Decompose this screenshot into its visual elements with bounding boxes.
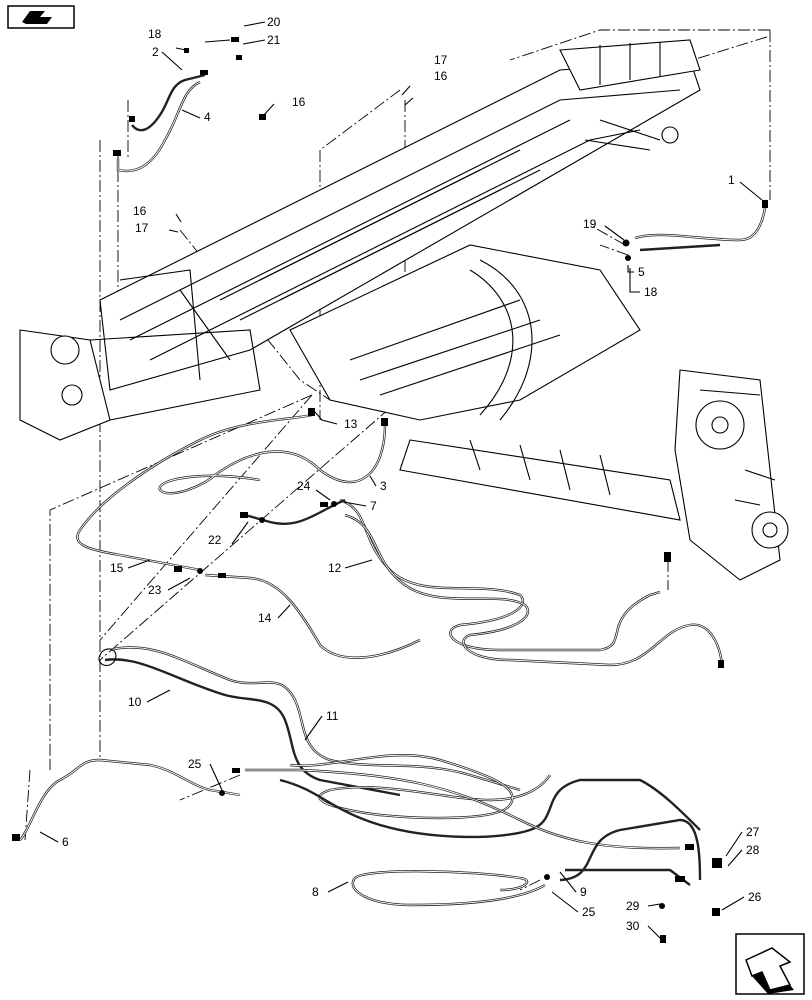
callout-27: 27 xyxy=(746,825,760,839)
callout-16: 16 xyxy=(133,204,147,218)
leader-lines xyxy=(39,21,763,939)
callout-2: 2 xyxy=(152,45,159,59)
callout-3: 3 xyxy=(380,479,387,493)
callout-4: 4 xyxy=(204,110,211,124)
callout-29: 29 xyxy=(626,899,640,913)
hose-2-4-assembly xyxy=(113,37,266,173)
callout-18: 18 xyxy=(644,285,658,299)
callout-5: 5 xyxy=(638,265,645,279)
callout-23: 23 xyxy=(148,583,162,597)
callout-9: 9 xyxy=(580,885,587,899)
callout-18: 18 xyxy=(148,27,162,41)
callout-17: 17 xyxy=(135,221,149,235)
callout-25: 25 xyxy=(188,757,202,771)
callout-labels: 18 2 20 21 4 16 17 16 16 17 1 19 5 18 13… xyxy=(62,15,762,933)
machine-frame xyxy=(19,39,789,581)
callout-15: 15 xyxy=(110,561,124,575)
callout-16: 16 xyxy=(292,95,306,109)
lower-hose-bundle xyxy=(12,408,724,943)
callout-20: 20 xyxy=(267,15,281,29)
callout-21: 21 xyxy=(267,33,281,47)
callout-16: 16 xyxy=(434,69,448,83)
callout-30: 30 xyxy=(626,919,640,933)
callout-28: 28 xyxy=(746,843,760,857)
callout-1: 1 xyxy=(728,173,735,187)
callout-25: 25 xyxy=(582,905,596,919)
next-page-arrow-icon[interactable] xyxy=(735,933,805,995)
callout-10: 10 xyxy=(128,695,142,709)
callout-26: 26 xyxy=(748,890,762,904)
reference-lines xyxy=(24,29,771,891)
callout-11: 11 xyxy=(326,709,339,723)
book-icon[interactable] xyxy=(7,5,75,29)
hose-1-assembly xyxy=(622,200,768,261)
callout-14: 14 xyxy=(258,611,272,625)
callout-12: 12 xyxy=(328,561,342,575)
callout-24: 24 xyxy=(297,479,311,493)
callout-13: 13 xyxy=(344,417,358,431)
callout-19: 19 xyxy=(583,217,597,231)
callout-7: 7 xyxy=(370,499,377,513)
callout-17: 17 xyxy=(434,53,448,67)
callout-8: 8 xyxy=(312,885,319,899)
callout-22: 22 xyxy=(208,533,222,547)
callout-6: 6 xyxy=(62,835,69,849)
